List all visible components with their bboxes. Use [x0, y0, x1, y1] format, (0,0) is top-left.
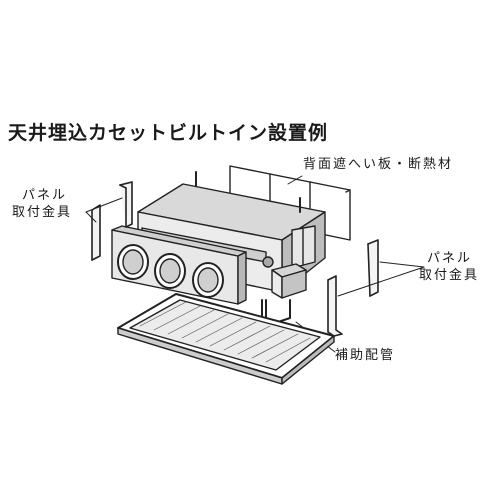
label-aux-pipe: 補助配管 — [335, 348, 396, 363]
duct-opening-1 — [117, 244, 149, 280]
label-back-panel: 背面遮へい板・断熱材 — [303, 157, 454, 172]
label-right-bracket-line1: パネル — [427, 251, 473, 266]
diagram-title: 天井埋込カセットビルトイン設置例 — [8, 122, 329, 144]
duct-opening-3 — [192, 262, 224, 298]
duct-opening-2 — [154, 253, 186, 289]
label-right-bracket-line2: 取付金具 — [419, 268, 480, 283]
right-bracket-back — [367, 239, 379, 297]
drain-pump-box — [271, 263, 307, 299]
leader-lines — [85, 175, 425, 297]
label-left-bracket-line1: パネル — [22, 188, 68, 203]
grille-panel — [117, 293, 335, 385]
left-bracket-back — [119, 181, 133, 228]
right-bracket-front — [327, 275, 343, 337]
label-left-bracket-line2: 取付金具 — [12, 205, 73, 220]
left-bracket-front — [91, 204, 101, 261]
